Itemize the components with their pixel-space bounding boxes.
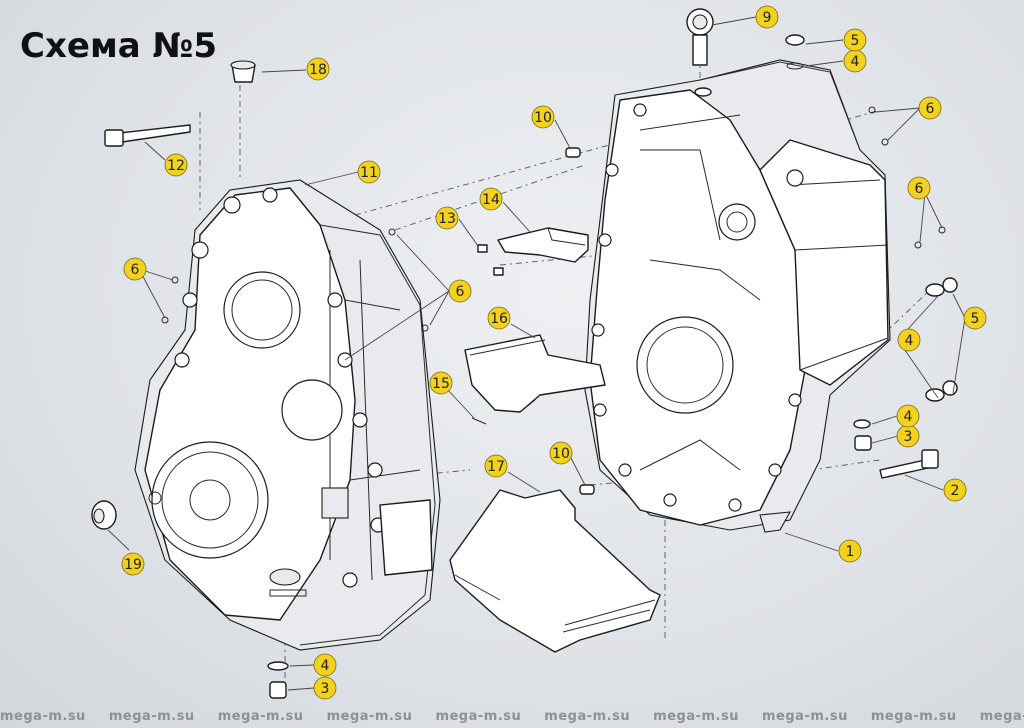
watermark-strip: mega-m.su mega-m.su mega-m.su mega-m.su …: [0, 709, 1024, 724]
main-gearbox-housing: [584, 59, 891, 533]
svg-text:4: 4: [851, 54, 860, 70]
callout-2: 2: [943, 478, 967, 502]
callout-4: 4: [896, 404, 920, 428]
svg-text:18: 18: [309, 62, 327, 78]
callout-15: 15: [429, 371, 453, 395]
svg-text:12: 12: [167, 158, 185, 174]
svg-text:16: 16: [490, 311, 508, 327]
svg-text:4: 4: [904, 409, 913, 425]
watermark-text: mega-m.su: [326, 709, 413, 724]
svg-text:2: 2: [951, 483, 960, 499]
callout-6: 6: [123, 257, 147, 281]
watermark-text: mega-m.su: [979, 709, 1024, 724]
svg-text:9: 9: [763, 10, 772, 26]
callout-10: 10: [531, 105, 555, 129]
svg-text:6: 6: [915, 181, 924, 197]
callouts: 1 2 3 3 4 4 4 4 5 5 6 6 6 6 9 10 10 11 1…: [121, 5, 987, 700]
diagram-title: Схема №5: [20, 26, 218, 66]
callout-11: 11: [357, 160, 381, 184]
watermark-text: mega-m.su: [762, 709, 848, 724]
svg-text:10: 10: [552, 446, 570, 462]
callout-12: 12: [164, 153, 188, 177]
svg-text:4: 4: [905, 333, 914, 349]
svg-text:17: 17: [487, 459, 505, 475]
callout-3: 3: [313, 676, 337, 700]
leader-lines: [107, 16, 966, 691]
front-cover-housing: [134, 179, 441, 651]
watermark-text: mega-m.su: [653, 709, 739, 724]
svg-text:6: 6: [131, 262, 140, 278]
callout-5: 5: [843, 28, 867, 52]
guard-plate-17: [449, 489, 661, 653]
svg-text:5: 5: [851, 33, 860, 49]
guard-plate-16: [464, 334, 606, 413]
svg-text:4: 4: [321, 658, 330, 674]
svg-text:19: 19: [124, 557, 142, 573]
callout-9: 9: [755, 5, 779, 29]
svg-text:15: 15: [432, 376, 450, 392]
svg-text:13: 13: [438, 211, 456, 227]
callout-1: 1: [838, 539, 862, 563]
callout-19: 19: [121, 552, 145, 576]
svg-text:3: 3: [321, 681, 330, 697]
callout-6: 6: [448, 279, 472, 303]
fasteners: [91, 8, 958, 699]
callout-17: 17: [484, 454, 508, 478]
svg-text:6: 6: [456, 284, 465, 300]
callout-18: 18: [306, 57, 330, 81]
svg-text:1: 1: [846, 544, 855, 560]
callout-4: 4: [897, 328, 921, 352]
callout-10: 10: [549, 441, 573, 465]
svg-text:5: 5: [971, 311, 980, 327]
callout-3: 3: [896, 424, 920, 448]
svg-text:14: 14: [482, 192, 500, 208]
callout-6: 6: [907, 176, 931, 200]
callout-4: 4: [313, 653, 337, 677]
svg-text:10: 10: [534, 110, 552, 126]
callout-6: 6: [918, 96, 942, 120]
callout-13: 13: [435, 206, 459, 230]
watermark-text: mega-m.su: [544, 709, 631, 724]
svg-text:3: 3: [904, 429, 913, 445]
svg-text:11: 11: [360, 165, 378, 181]
watermark-text: mega-m.su: [0, 709, 86, 724]
watermark-text: mega-m.su: [217, 709, 304, 724]
svg-text:6: 6: [926, 101, 935, 117]
callout-16: 16: [487, 306, 511, 330]
bracket-14: [497, 227, 589, 263]
watermark-text: mega-m.su: [435, 709, 522, 724]
watermark-text: mega-m.su: [870, 709, 957, 724]
callout-14: 14: [479, 187, 503, 211]
callout-5: 5: [963, 306, 987, 330]
callout-4: 4: [843, 49, 867, 73]
watermark-text: mega-m.su: [108, 709, 195, 724]
